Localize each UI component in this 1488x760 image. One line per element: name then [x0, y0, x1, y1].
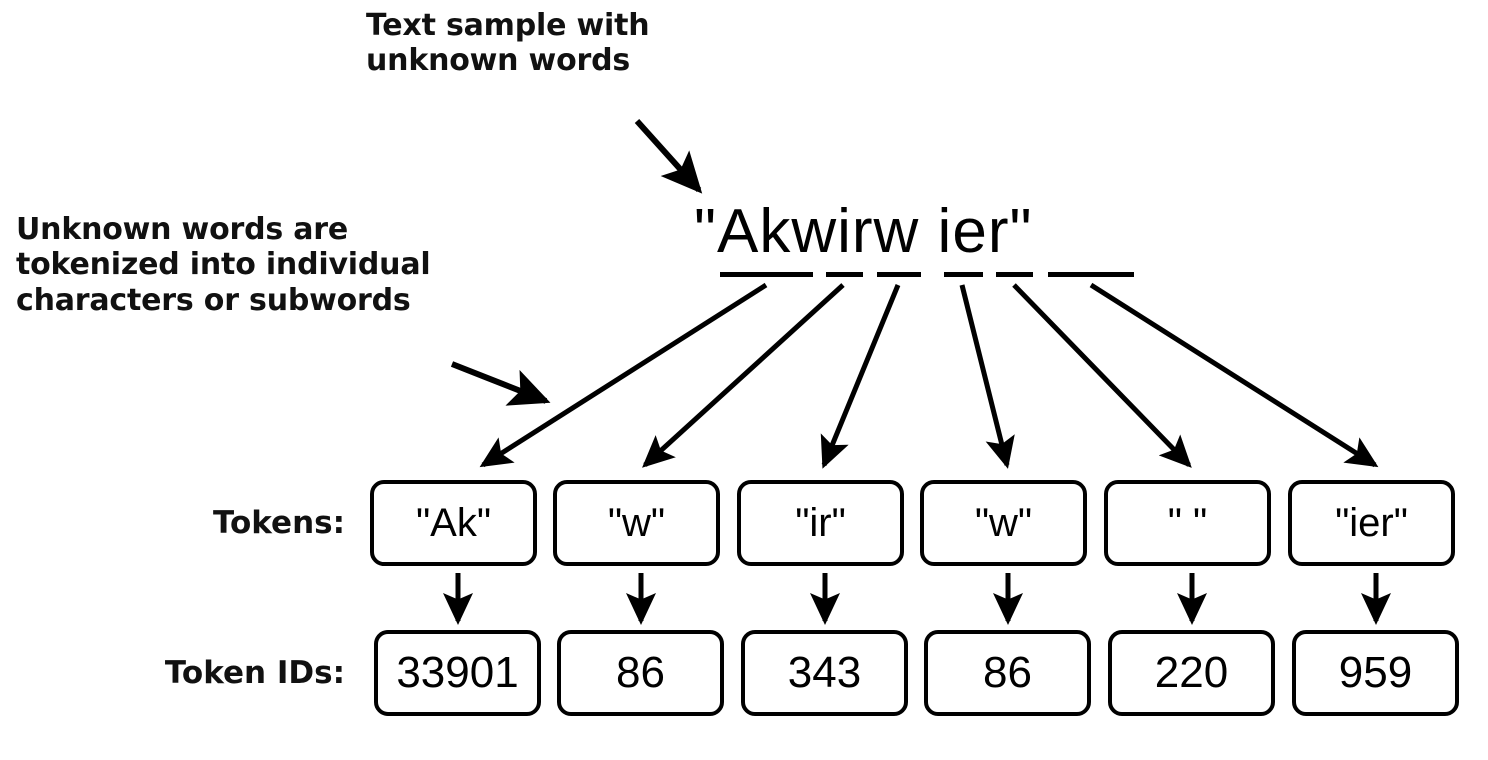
sample-text: "Akwirw ier": [694, 197, 1033, 266]
token-box[interactable]: "ir": [737, 480, 904, 566]
token-id-box[interactable]: 86: [924, 630, 1091, 716]
token-box[interactable]: " ": [1104, 480, 1271, 566]
token-id-box[interactable]: 33901: [374, 630, 541, 716]
arrow-annotation-to-tokens: [450, 361, 551, 406]
token-id-box[interactable]: 220: [1108, 630, 1275, 716]
token-box[interactable]: "w": [553, 480, 720, 566]
annotation-text-sample: Text sample with unknown words: [366, 8, 650, 79]
arrow-segment-to-token: [1089, 282, 1379, 468]
token-id-box[interactable]: 86: [557, 630, 724, 716]
token-box[interactable]: "Ak": [370, 480, 537, 566]
arrow-segment-to-token: [959, 284, 1015, 469]
arrow-segment-to-token: [642, 283, 845, 468]
row-label-token-ids: Token IDs:: [164, 655, 345, 691]
token-id-box[interactable]: 343: [741, 630, 908, 716]
arrow-segment-to-token: [820, 284, 901, 469]
underline-segment-ier: [1048, 272, 1134, 277]
underline-segment-w2: [944, 272, 983, 277]
annotation-unknown-words: Unknown words are tokenized into individ…: [16, 212, 431, 318]
token-box[interactable]: "w": [920, 480, 1087, 566]
token-box[interactable]: "ier": [1288, 480, 1455, 566]
underline-segment-space: [996, 272, 1033, 277]
arrow-annotation-to-sample: [634, 118, 703, 194]
underline-segment-ir: [877, 272, 921, 277]
arrow-segment-to-token: [479, 282, 768, 468]
underline-segment-w1: [826, 272, 863, 277]
row-label-tokens: Tokens:: [212, 505, 345, 541]
arrow-segment-to-token: [1012, 283, 1192, 468]
underline-segment-ak: [720, 272, 813, 277]
token-id-box[interactable]: 959: [1292, 630, 1459, 716]
